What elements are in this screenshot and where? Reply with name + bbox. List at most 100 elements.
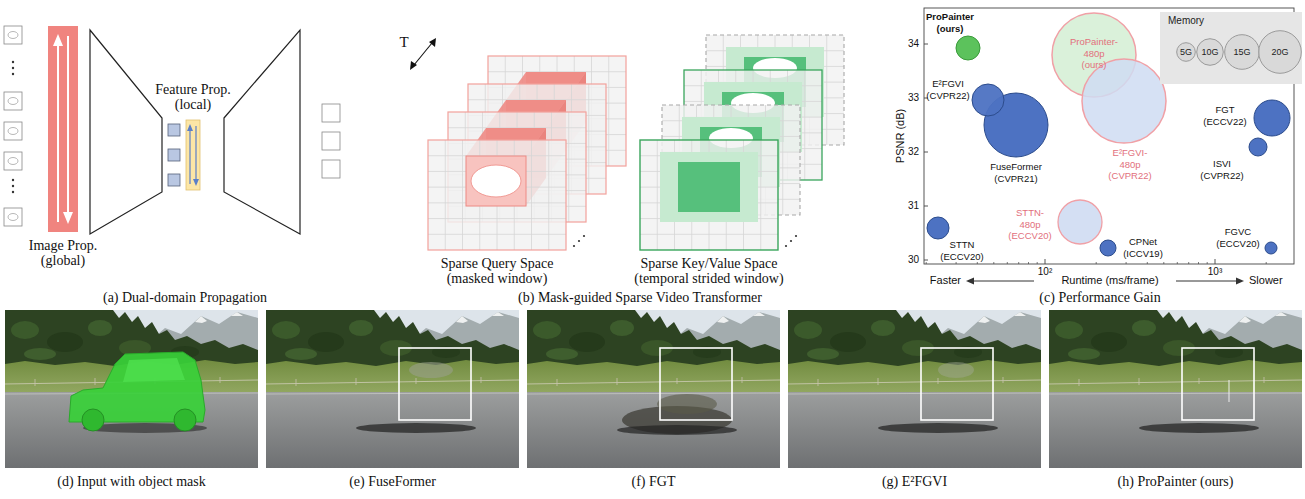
image-prop-bar-part (48, 26, 78, 232)
axis-tick: 31 (908, 200, 919, 212)
panel-caption: (c) Performance Gain (1039, 290, 1160, 306)
key-value-stack-part (790, 240, 792, 242)
method-label: FuseFormer (CVPR21) (990, 161, 1042, 184)
encoder-decoder-part (224, 30, 300, 234)
encoder-decoder-part (90, 30, 162, 234)
input-frames-part (4, 208, 22, 226)
query-stack-part (471, 165, 521, 197)
photo-input-part-part (174, 409, 196, 431)
memory-circle: 15G (1224, 34, 1260, 70)
photo-input-part (69, 352, 207, 433)
input-frames-part (8, 128, 18, 135)
bubble-points-part (1254, 100, 1290, 136)
axis-tick: 10² (1038, 266, 1052, 278)
encoder-decoder (90, 30, 340, 234)
input-frames-part (4, 122, 22, 140)
bubble-points-part (956, 36, 980, 60)
axis-tick: 33 (908, 92, 919, 104)
memory-circle-outline (1259, 31, 1302, 74)
query-stack-part (573, 245, 575, 247)
panel-caption: (b) Mask-guided Sparse Video Transformer (518, 290, 762, 306)
photo-e2fgvi (788, 310, 1041, 468)
photo-e2fgvi-part-part (938, 362, 974, 378)
key-value-stack (640, 35, 844, 250)
query-stack-part (466, 156, 526, 206)
memory-circle: 5G (1176, 42, 1196, 62)
chart-axes-part (926, 262, 1266, 264)
input-frames-part (8, 214, 18, 221)
input-frames-part (12, 73, 14, 75)
input-frames-part (12, 67, 14, 69)
memory-size: 15G (1224, 47, 1260, 58)
photo-fgt-part (617, 348, 737, 435)
photo-fuseformer-part (266, 310, 519, 468)
legend-title: Memory (1168, 15, 1204, 27)
method-label: ProPainter-480p (ours) (1070, 36, 1118, 71)
time-axis-part (414, 43, 432, 65)
photo-fuseformer-part-part (399, 348, 471, 420)
bubble-points (927, 13, 1290, 256)
axis-title: PSNR (dB) (894, 109, 907, 163)
query-stack (428, 56, 626, 250)
input-frames-part (4, 152, 22, 170)
image-prop-bar-part (53, 34, 63, 46)
axis-tick: 10³ (1208, 266, 1222, 278)
encoder-decoder-part (168, 174, 180, 186)
axis-tick: 32 (908, 146, 919, 158)
input-frames-part (4, 92, 22, 110)
panel-caption: (h) ProPainter (ours) (1118, 474, 1234, 490)
time-axis-part (410, 61, 417, 70)
method-label: E²FGVI (CVPR22) (926, 78, 969, 101)
input-frames-part (12, 191, 14, 193)
input-frames-part (8, 32, 18, 39)
key-value-stack-part (640, 140, 778, 250)
panel-caption: (e) FuseFormer (349, 474, 436, 490)
photo-fuseformer-part-part (356, 423, 476, 433)
photo-fgt-part (527, 310, 780, 468)
photo-input-part-part (82, 409, 104, 431)
photo-e2fgvi-part-part (878, 423, 998, 433)
image-prop-bar (48, 26, 78, 232)
bubble-points-part (1058, 200, 1102, 244)
chart-axes-part (972, 281, 1034, 282)
method-label: CPNet (ICCV19) (1123, 236, 1163, 259)
axis-tick: 34 (908, 38, 919, 50)
axis-note: Faster (930, 274, 961, 287)
key-value-stack: Sparse Key/Value Space (temporal strided… (640, 140, 778, 250)
method-label: FGT (ECCV22) (1203, 104, 1246, 127)
method-label: ISVI (CVPR22) (1200, 158, 1243, 181)
photo-fuseformer (266, 310, 519, 468)
photo-fgt (527, 310, 780, 468)
memory-legend-box: Memory 5G10G15G20G (1160, 12, 1302, 84)
input-frames-part (8, 158, 18, 165)
photo-fgt-part-part (617, 425, 737, 435)
encoder-decoder-part (186, 120, 200, 190)
key-value-stack-part (785, 245, 787, 247)
encoder-decoder-part (187, 124, 193, 131)
photo-propainter-part (1139, 348, 1259, 433)
method-label: STTN (ECCV20) (940, 239, 983, 262)
photo-e2fgvi-part-part (921, 348, 993, 420)
method-label: FGVC (ECCV20) (1216, 226, 1259, 249)
input-frames-part (8, 98, 18, 105)
memory-circle: 10G (1196, 38, 1224, 66)
photo-input-part (5, 310, 258, 468)
query-stack-part (583, 235, 585, 237)
image-prop-bar-part (57, 44, 59, 222)
encoder-decoder-part (322, 132, 340, 150)
memory-circle: 20G (1258, 30, 1302, 74)
bubble-points-part (1100, 240, 1116, 256)
query-stack-part (428, 140, 566, 250)
query-stack-part (578, 240, 580, 242)
bubble-points-part (1082, 59, 1166, 143)
chart-axes-part (1176, 281, 1238, 282)
query-space-stack: Sparse Query Space (masked window) (428, 140, 566, 250)
input-frames-part (12, 61, 14, 63)
time-axis-part (429, 38, 436, 47)
method-label: ProPainter (ours) (926, 11, 974, 34)
photo-propainter-part-part (1229, 380, 1230, 402)
photo-propainter-part-part (1182, 348, 1254, 420)
input-frames (4, 26, 22, 226)
chart-axes-part (1236, 278, 1244, 285)
